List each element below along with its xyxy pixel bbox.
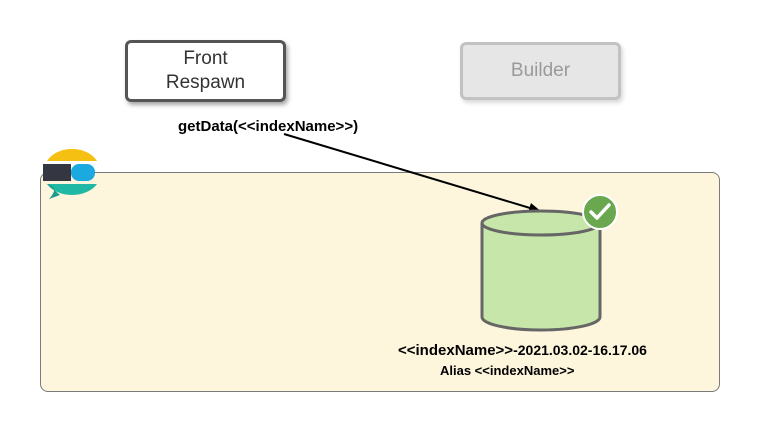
elasticsearch-logo-icon	[43, 148, 97, 199]
front-respawn-label: Front Respawn	[165, 48, 246, 93]
getdata-arrow	[283, 133, 541, 213]
builder-node[interactable]: Builder	[460, 42, 621, 100]
index-alias-label: Alias <<indexName>>	[440, 363, 575, 378]
builder-label: Builder	[510, 60, 571, 81]
getdata-label: getData(<<indexName>>)	[178, 118, 359, 135]
index-name-label: <<indexName>>-2021.03.02-16.17.06	[398, 342, 698, 359]
index-database-icon	[480, 209, 602, 332]
check-badge-icon	[582, 194, 618, 230]
index-name-suffix: -2021.03.02-16.17.06	[513, 342, 647, 358]
index-name-prefix: <<indexName>>	[398, 342, 514, 359]
front-respawn-node[interactable]: Front Respawn	[125, 40, 286, 102]
